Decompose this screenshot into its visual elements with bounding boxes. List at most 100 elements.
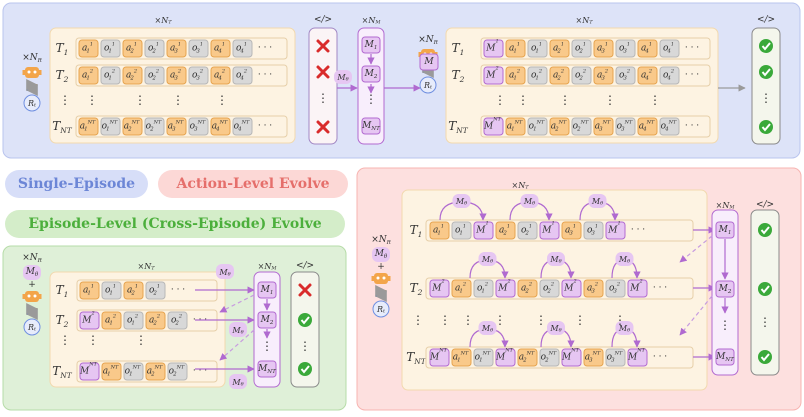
token-box bbox=[561, 348, 582, 367]
token-label: a1NT bbox=[103, 365, 119, 378]
row-frame bbox=[75, 115, 288, 138]
token-box bbox=[429, 348, 450, 367]
token-box bbox=[79, 281, 100, 300]
m-theta-label: Mθ bbox=[374, 249, 388, 260]
check-mark bbox=[760, 285, 770, 294]
token-label: o4NT bbox=[234, 120, 250, 133]
token-box bbox=[627, 348, 648, 367]
memory-box bbox=[257, 360, 277, 378]
swap-arrows-icon bbox=[25, 303, 39, 320]
token-label: o42 bbox=[663, 69, 674, 82]
memory-label: M1 bbox=[260, 285, 274, 296]
memory-token: MNT bbox=[561, 348, 582, 367]
token-box bbox=[659, 39, 680, 58]
vertical-ellipsis: ⋮ bbox=[494, 93, 506, 107]
reward-circle bbox=[23, 318, 41, 336]
token-box bbox=[627, 279, 648, 298]
action-token: a41 bbox=[637, 39, 658, 58]
memory-box bbox=[715, 221, 735, 239]
check-circle bbox=[758, 223, 772, 237]
m-theta-box bbox=[229, 322, 247, 337]
token-box bbox=[517, 279, 538, 298]
observation-token: o3NT bbox=[605, 348, 626, 367]
m-theta-badge: Mθ bbox=[478, 321, 497, 335]
memory-token: M2 bbox=[561, 279, 582, 298]
row-ellipsis: · · · bbox=[685, 70, 699, 80]
token-box bbox=[429, 221, 450, 240]
memory-token: M2 bbox=[257, 311, 277, 329]
token-label: o22 bbox=[148, 69, 159, 82]
swap-arrows-icon bbox=[25, 79, 39, 96]
token-label: o3NT bbox=[190, 120, 206, 133]
row-ellipsis: · · · bbox=[653, 352, 667, 362]
token-label: a11 bbox=[433, 224, 444, 237]
action-token: a21 bbox=[549, 39, 570, 58]
token-label: o31 bbox=[587, 224, 598, 237]
cross-icon bbox=[316, 65, 330, 79]
token-label: o12 bbox=[127, 314, 138, 327]
memory-box bbox=[257, 311, 277, 329]
action-token: a21 bbox=[122, 39, 143, 58]
token-label: o12 bbox=[477, 282, 488, 295]
observation-token: o21 bbox=[571, 39, 592, 58]
row-frame bbox=[480, 64, 711, 87]
action-token: a4NT bbox=[210, 117, 231, 136]
m-theta-badge: Mθ bbox=[615, 252, 634, 266]
memory-box bbox=[361, 65, 381, 83]
token-label: o11 bbox=[104, 42, 115, 55]
token-box bbox=[571, 117, 592, 136]
reward-label: Rt bbox=[27, 323, 36, 333]
token-label: M2 bbox=[563, 279, 576, 294]
token-box bbox=[100, 66, 121, 85]
row-ellipsis: · · · bbox=[171, 285, 185, 295]
token-label: o12 bbox=[104, 69, 115, 82]
token-box bbox=[583, 279, 604, 298]
robot-head bbox=[374, 273, 388, 284]
row-ellipsis: · · · bbox=[685, 121, 699, 131]
observation-token: o31 bbox=[188, 39, 209, 58]
check-icon bbox=[758, 223, 772, 237]
m-theta-badge: Mθ bbox=[520, 194, 539, 208]
robot-head bbox=[25, 67, 39, 78]
token-box bbox=[78, 117, 99, 136]
m-theta-box bbox=[452, 194, 471, 208]
token-label: o11 bbox=[531, 42, 542, 55]
action-token: a2NT bbox=[549, 117, 570, 136]
token-label: a21 bbox=[553, 42, 564, 55]
token-box bbox=[473, 279, 494, 298]
m-theta-box bbox=[588, 194, 607, 208]
action-token: a1NT bbox=[451, 348, 472, 367]
token-label: o2NT bbox=[573, 120, 589, 133]
token-box bbox=[79, 362, 100, 381]
m-theta-box bbox=[372, 247, 390, 262]
task-label: T2 bbox=[452, 68, 465, 83]
memory-token: M2 bbox=[627, 279, 648, 298]
observation-token: o42 bbox=[232, 66, 253, 85]
check-mark bbox=[760, 226, 770, 235]
m-theta-box bbox=[520, 194, 539, 208]
memory-token: M2 bbox=[483, 66, 504, 85]
token-box bbox=[615, 117, 636, 136]
vertical-ellipsis: ⋮ bbox=[299, 339, 311, 353]
action-token: a21 bbox=[495, 221, 516, 240]
memory-token: M2 bbox=[495, 279, 516, 298]
cross-icon bbox=[298, 283, 312, 297]
action-token: a11 bbox=[505, 39, 526, 58]
repeat-nt-label: ×NT bbox=[154, 16, 172, 26]
token-box bbox=[101, 362, 122, 381]
memory-box bbox=[361, 117, 381, 135]
m-theta-badge: Mθ bbox=[547, 252, 565, 266]
token-label: MNT bbox=[79, 362, 98, 377]
row-ellipsis: · · · bbox=[631, 225, 645, 235]
token-label: o3NT bbox=[617, 120, 633, 133]
action-token: a11 bbox=[78, 39, 99, 58]
observation-token: o21 bbox=[145, 281, 166, 300]
robot-ear bbox=[39, 70, 42, 75]
token-label: a11 bbox=[82, 42, 93, 55]
token-box bbox=[188, 66, 209, 85]
